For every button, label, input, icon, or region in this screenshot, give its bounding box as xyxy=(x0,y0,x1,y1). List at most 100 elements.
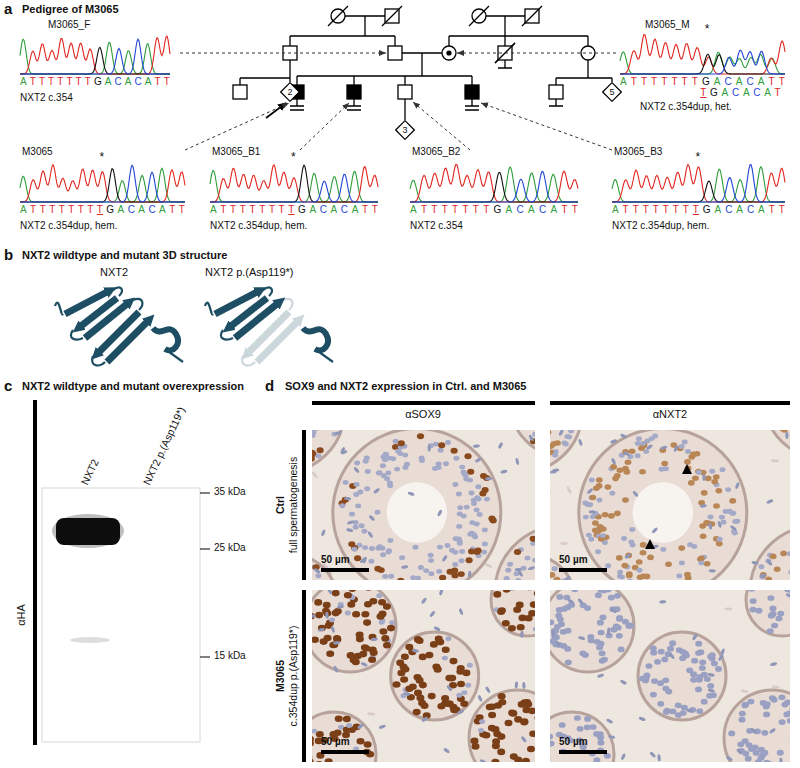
nucleus xyxy=(445,636,451,641)
nucleus xyxy=(767,595,774,601)
base-letter: T xyxy=(259,204,265,216)
base-letter: T xyxy=(442,204,448,216)
nucleus xyxy=(679,560,685,565)
tubule xyxy=(550,712,614,762)
label: NXT2 c.354 xyxy=(20,92,73,104)
stroma-fiber xyxy=(560,542,568,545)
nucleus xyxy=(554,440,561,446)
nucleus xyxy=(419,682,427,689)
nucleus xyxy=(508,625,516,632)
dashed-pointer xyxy=(180,53,386,54)
nucleus xyxy=(761,750,768,756)
nucleus xyxy=(509,590,515,591)
variant-asterisk: * xyxy=(291,151,296,165)
base-letter: T xyxy=(421,204,427,216)
nucleus xyxy=(357,490,363,495)
stromal-nucleus xyxy=(668,652,675,659)
nucleus xyxy=(312,758,314,762)
stromal-nucleus xyxy=(344,497,351,501)
base-letter: T xyxy=(59,204,65,216)
nucleus xyxy=(530,601,535,608)
trace xyxy=(620,50,785,74)
diamond-outline xyxy=(281,83,300,102)
nucleus xyxy=(380,463,386,468)
nucleus xyxy=(348,541,355,547)
nucleus xyxy=(513,607,521,614)
nucleus xyxy=(642,678,649,684)
nucleus xyxy=(701,699,708,705)
nucleus xyxy=(329,617,335,622)
scale-bar-label: 50 µm xyxy=(559,736,588,747)
stroma-fiber xyxy=(725,608,733,611)
nucleus xyxy=(482,527,488,532)
stromal-nucleus xyxy=(779,757,782,762)
nucleus xyxy=(626,571,633,577)
nucleus xyxy=(662,686,669,692)
nucleus xyxy=(428,558,434,563)
nucleus xyxy=(361,611,369,618)
nucleus xyxy=(530,536,535,542)
nucleus xyxy=(739,717,746,723)
nucleus xyxy=(739,711,746,717)
sibling-count: 5 xyxy=(602,82,622,102)
blot-background xyxy=(70,637,110,643)
stroma-fiber xyxy=(312,471,318,479)
nucleus xyxy=(459,549,465,554)
nucleus xyxy=(368,656,376,663)
stromal-nucleus xyxy=(589,510,596,513)
nucleus xyxy=(560,643,567,649)
nucleus xyxy=(630,543,636,548)
nucleus xyxy=(517,624,525,631)
stromal-nucleus xyxy=(620,753,626,761)
base-letter: G xyxy=(710,87,718,99)
nucleus xyxy=(770,606,777,612)
stromal-nucleus xyxy=(708,688,716,693)
stromal-nucleus xyxy=(607,627,611,634)
nucleus xyxy=(535,715,536,722)
label: SOX9 and NXT2 expression in Ctrl. and M3… xyxy=(285,380,526,393)
stromal-nucleus xyxy=(673,445,678,453)
nucleus xyxy=(695,650,702,656)
base-letter: C xyxy=(747,204,754,216)
tubule-lumen xyxy=(633,482,693,542)
nucleus xyxy=(432,664,440,671)
nucleus xyxy=(458,571,465,577)
nucleus xyxy=(742,738,749,744)
nucleus xyxy=(789,590,790,594)
stromal-nucleus xyxy=(334,430,342,435)
base-letter: A xyxy=(159,204,166,216)
scale-bar-label: 50 µm xyxy=(559,554,588,565)
trace xyxy=(620,52,785,74)
stromal-nucleus xyxy=(359,557,366,564)
nucleus xyxy=(419,654,427,661)
nucleus xyxy=(690,452,697,458)
base-letter: C xyxy=(341,204,348,216)
nucleus xyxy=(363,459,369,464)
marker-tick xyxy=(200,493,210,657)
stromal-nucleus xyxy=(429,610,436,617)
base-letter: T xyxy=(692,76,698,88)
nucleus xyxy=(776,616,783,622)
proband-arrow xyxy=(266,103,286,118)
nucleus xyxy=(761,730,768,736)
nucleus xyxy=(598,630,605,636)
nucleus xyxy=(767,628,774,634)
base-letter: A xyxy=(714,76,721,88)
nucleus xyxy=(463,477,469,482)
row-label: c.354dup p.(Asp119*) xyxy=(287,626,299,727)
label: NXT2 p.(Asp119*) xyxy=(205,266,293,279)
nucleus xyxy=(404,462,410,467)
nucleus xyxy=(399,555,405,560)
nucleus xyxy=(349,512,355,517)
nucleus xyxy=(584,605,591,611)
nucleus xyxy=(365,469,371,474)
sequence-text: ATTTTTTTTGACACATT xyxy=(210,204,378,216)
stromal-nucleus xyxy=(371,637,378,641)
base-letter: A xyxy=(145,76,152,88)
label: 15 kDa xyxy=(214,650,246,662)
stromal-nucleus xyxy=(407,491,415,496)
nucleus xyxy=(768,613,775,619)
nucleus xyxy=(638,445,645,451)
scale-bar xyxy=(321,568,369,572)
base-letter: T xyxy=(240,204,246,216)
